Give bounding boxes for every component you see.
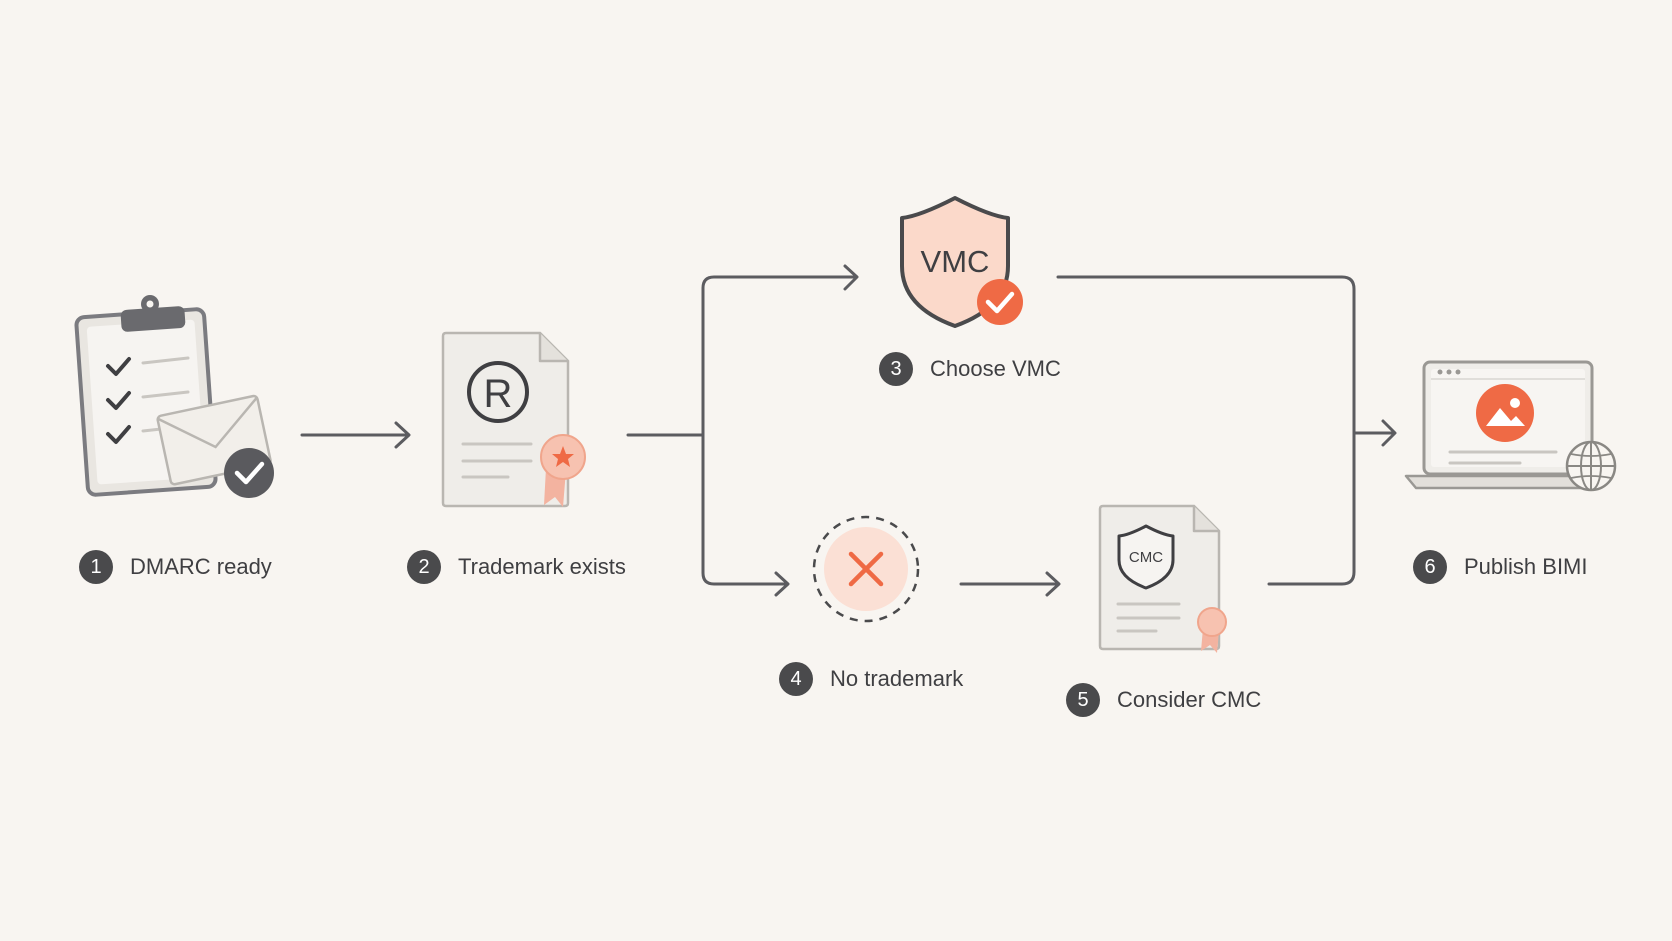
branch-connector [626, 264, 859, 597]
step-1-label: 1 DMARC ready [79, 550, 272, 584]
step-number-badge: 6 [1413, 550, 1447, 584]
step-6-label: 6 Publish BIMI [1413, 550, 1588, 584]
arrow-4-to-5 [959, 571, 1061, 597]
registered-trademark-certificate-icon: R [441, 331, 586, 508]
cmc-shield-label: CMC [1129, 549, 1163, 566]
vmc-shield-check-icon: VMC [900, 196, 1023, 328]
step-number-badge: 5 [1066, 683, 1100, 717]
arrow-1-to-2 [300, 421, 411, 449]
clipboard-checklist-envelope-icon [74, 295, 274, 498]
step-number-badge: 1 [79, 550, 113, 584]
step-4-label: 4 No trademark [779, 662, 963, 696]
connectors [300, 264, 1397, 597]
step-5-label: 5 Consider CMC [1066, 683, 1261, 717]
vmc-shield-label: VMC [921, 244, 990, 279]
step-title: Choose VMC [930, 356, 1061, 381]
x-circle-icon [812, 515, 920, 623]
laptop-logo-globe-icon [1404, 360, 1617, 492]
cmc-certificate-icon: CMC [1098, 504, 1227, 653]
step-title: No trademark [830, 666, 964, 691]
step-title: Trademark exists [458, 554, 626, 579]
step-title: Publish BIMI [1464, 554, 1588, 579]
step-number-badge: 2 [407, 550, 441, 584]
step-title: Consider CMC [1117, 687, 1262, 712]
registered-symbol-glyph: R [484, 372, 513, 416]
merge-connector [1056, 275, 1397, 586]
step-3-label: 3 Choose VMC [879, 352, 1061, 386]
step-number-badge: 4 [779, 662, 813, 696]
step-number-badge: 3 [879, 352, 913, 386]
step-title: DMARC ready [130, 554, 272, 579]
step-2-label: 2 Trademark exists [407, 550, 626, 584]
